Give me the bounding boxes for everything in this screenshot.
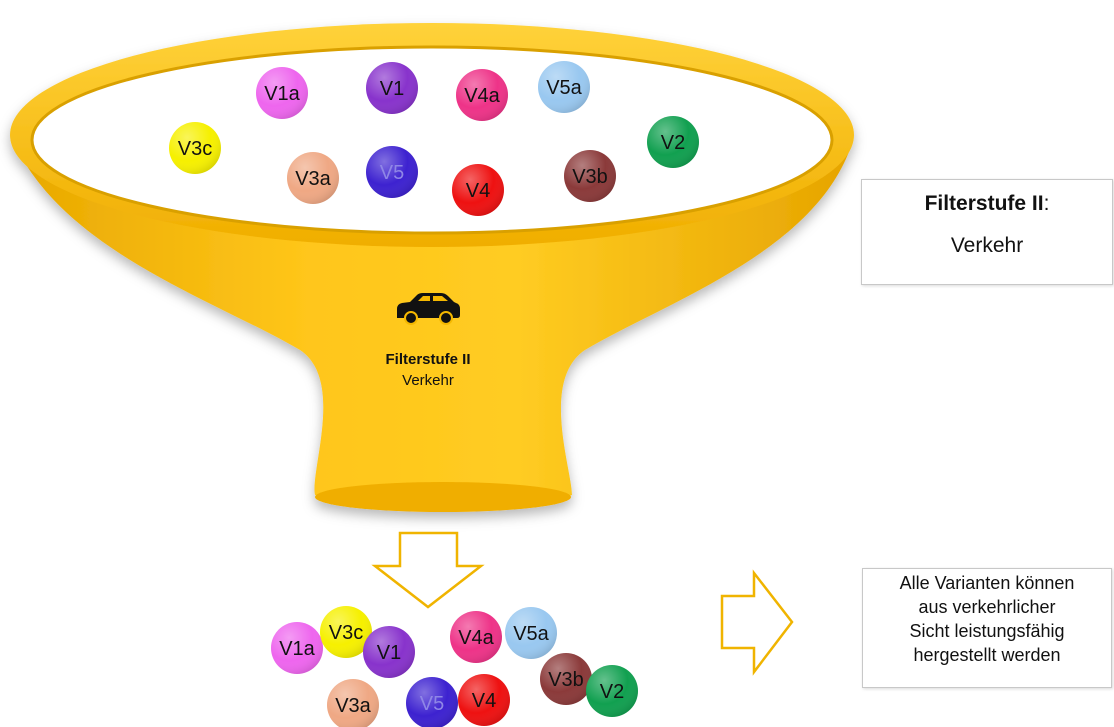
variant-shading bbox=[452, 164, 504, 216]
variant-shading bbox=[320, 606, 372, 658]
funnel-subtitle: Verkehr bbox=[402, 372, 454, 389]
conclusion-line: hergestellt werden bbox=[913, 645, 1061, 665]
variant-label: V2 bbox=[661, 132, 685, 154]
variant-label: V3b bbox=[548, 669, 584, 691]
variant-label: V1 bbox=[380, 78, 404, 100]
variant-label: V3a bbox=[335, 695, 371, 717]
variant-shading bbox=[538, 61, 590, 113]
variant-v3c: V3c bbox=[169, 122, 221, 174]
variant-shading bbox=[327, 679, 379, 727]
conclusion-line: aus verkehrlicher bbox=[918, 597, 1056, 617]
filter-stage-subtitle: Verkehr bbox=[950, 234, 1024, 257]
filter-stage-title: Filterstufe II bbox=[924, 192, 1044, 215]
variant-label: V3c bbox=[329, 622, 363, 644]
conclusion-line: Sicht leistungsfähig bbox=[909, 621, 1065, 641]
variant-v4a: V4a bbox=[456, 69, 508, 121]
filter-stage-colon: : bbox=[1043, 192, 1050, 215]
variant-label: V5 bbox=[380, 162, 404, 184]
variant-shading bbox=[271, 622, 323, 674]
conclusion-box: Alle Varianten können aus verkehrlicher … bbox=[862, 568, 1112, 688]
variant-shading bbox=[366, 62, 418, 114]
variant-label: V3c bbox=[178, 138, 212, 160]
right-arrow-icon bbox=[720, 569, 794, 676]
funnel-opening bbox=[30, 45, 834, 235]
variant-v2: V2 bbox=[586, 665, 638, 717]
variant-shading bbox=[363, 626, 415, 678]
variant-v3b: V3b bbox=[540, 653, 592, 705]
filter-stage-heading: Filterstufe II: bbox=[862, 192, 1112, 216]
variant-v5: V5 bbox=[366, 146, 418, 198]
variant-v5a: V5a bbox=[505, 607, 557, 659]
variant-label: V4a bbox=[464, 85, 500, 107]
variant-v3b: V3b bbox=[564, 150, 616, 202]
variant-label: V1a bbox=[279, 638, 315, 660]
variant-v3c: V3c bbox=[320, 606, 372, 658]
variant-label: V4a bbox=[458, 627, 494, 649]
variant-shading bbox=[586, 665, 638, 717]
variant-v5: V5 bbox=[406, 677, 458, 727]
variant-v4a: V4a bbox=[450, 611, 502, 663]
variant-shading bbox=[458, 674, 510, 726]
funnel-spout bbox=[315, 482, 571, 512]
variant-shading bbox=[169, 122, 221, 174]
funnel-title: Filterstufe II bbox=[385, 351, 470, 368]
car-icon bbox=[397, 293, 460, 325]
variant-label: V3b bbox=[572, 166, 608, 188]
variant-v1: V1 bbox=[363, 626, 415, 678]
variant-label: V5a bbox=[513, 623, 549, 645]
variant-v2: V2 bbox=[647, 116, 699, 168]
variant-shading bbox=[256, 67, 308, 119]
variant-shading bbox=[287, 152, 339, 204]
variant-v1: V1 bbox=[366, 62, 418, 114]
variant-label: V4 bbox=[466, 180, 490, 202]
conclusion-line: Alle Varianten können bbox=[899, 573, 1075, 593]
variant-v3a: V3a bbox=[287, 152, 339, 204]
variant-shading bbox=[406, 677, 458, 727]
variant-shading bbox=[456, 69, 508, 121]
variant-v1a: V1a bbox=[256, 67, 308, 119]
funnel bbox=[10, 23, 854, 512]
variant-label: V4 bbox=[472, 690, 496, 712]
variant-shading bbox=[366, 146, 418, 198]
variant-shading bbox=[505, 607, 557, 659]
variant-label: V5 bbox=[420, 693, 444, 715]
variant-shading bbox=[450, 611, 502, 663]
variant-v5a: V5a bbox=[538, 61, 590, 113]
variant-shading bbox=[540, 653, 592, 705]
variant-v4: V4 bbox=[458, 674, 510, 726]
variant-label: V3a bbox=[295, 168, 331, 190]
variant-v3a: V3a bbox=[327, 679, 379, 727]
variant-shading bbox=[564, 150, 616, 202]
variant-label: V1a bbox=[264, 83, 300, 105]
variant-shading bbox=[647, 116, 699, 168]
variant-v4: V4 bbox=[452, 164, 504, 216]
filter-stage-box: Filterstufe II: Verkehr bbox=[861, 179, 1113, 285]
down-arrow-icon bbox=[371, 531, 485, 609]
variant-label: V2 bbox=[600, 681, 624, 703]
variant-label: V1 bbox=[377, 642, 401, 664]
variant-label: V5a bbox=[546, 77, 582, 99]
variant-v1a: V1a bbox=[271, 622, 323, 674]
